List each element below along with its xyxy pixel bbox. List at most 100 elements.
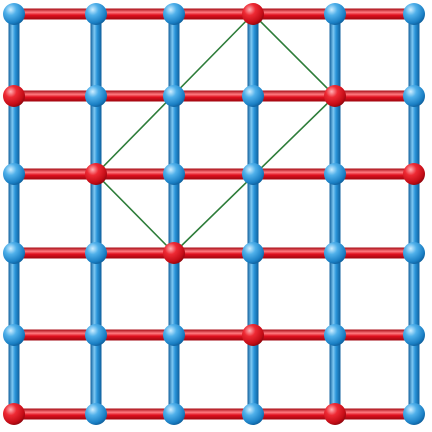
blue-node xyxy=(242,242,264,264)
vertical-rod xyxy=(408,174,420,253)
vertical-rod xyxy=(168,335,180,414)
red-node xyxy=(242,3,264,25)
horizontal-rod xyxy=(96,247,174,259)
horizontal-rod xyxy=(253,329,335,341)
blue-node xyxy=(403,242,425,264)
diamond-outline xyxy=(94,12,337,255)
blue-node xyxy=(85,403,107,425)
red-node xyxy=(3,403,25,425)
vertical-rod xyxy=(8,14,20,96)
vertical-rod xyxy=(329,335,341,414)
vertical-rod xyxy=(329,14,341,96)
vertical-rod xyxy=(247,253,259,335)
vertical-rod xyxy=(247,96,259,174)
blue-node xyxy=(3,163,25,185)
blue-node xyxy=(324,3,346,25)
vertical-rod xyxy=(408,96,420,174)
red-node xyxy=(403,163,425,185)
vertical-rod xyxy=(8,96,20,174)
blue-node xyxy=(163,403,185,425)
blue-node xyxy=(403,403,425,425)
red-node xyxy=(324,85,346,107)
horizontal-rod xyxy=(174,329,253,341)
vertical-rod xyxy=(168,96,180,174)
vertical-rod xyxy=(247,14,259,96)
blue-node xyxy=(85,85,107,107)
diamond-outline-shape xyxy=(94,12,337,255)
horizontal-rod xyxy=(96,329,174,341)
horizontal-rod xyxy=(253,90,335,102)
horizontal-rod xyxy=(335,408,414,420)
vertical-rod xyxy=(90,174,102,253)
red-node xyxy=(85,163,107,185)
horizontal-rod xyxy=(14,408,96,420)
blue-node xyxy=(163,163,185,185)
vertical-rod xyxy=(8,335,20,414)
horizontal-rod xyxy=(96,168,174,180)
horizontal-rod xyxy=(335,8,414,20)
horizontal-rod xyxy=(335,168,414,180)
blue-node xyxy=(324,324,346,346)
vertical-rods xyxy=(8,14,420,414)
horizontal-rod xyxy=(253,168,335,180)
horizontal-rod xyxy=(253,8,335,20)
blue-node xyxy=(403,85,425,107)
blue-node xyxy=(163,324,185,346)
horizontal-rods xyxy=(14,8,414,420)
horizontal-rod xyxy=(14,329,96,341)
vertical-rod xyxy=(90,335,102,414)
red-node xyxy=(163,242,185,264)
horizontal-rod xyxy=(335,247,414,259)
vertical-rod xyxy=(90,96,102,174)
horizontal-rod xyxy=(14,168,96,180)
vertical-rod xyxy=(329,96,341,174)
vertical-rod xyxy=(168,174,180,253)
horizontal-rod xyxy=(335,329,414,341)
vertical-rod xyxy=(247,174,259,253)
blue-node xyxy=(163,85,185,107)
blue-node xyxy=(242,85,264,107)
blue-node xyxy=(403,3,425,25)
horizontal-rod xyxy=(14,8,96,20)
blue-node xyxy=(3,3,25,25)
horizontal-rod xyxy=(174,8,253,20)
horizontal-rod xyxy=(174,90,253,102)
blue-node xyxy=(242,403,264,425)
horizontal-rod xyxy=(96,408,174,420)
vertical-rod xyxy=(8,174,20,253)
blue-node xyxy=(324,242,346,264)
vertical-rod xyxy=(329,253,341,335)
blue-node xyxy=(85,242,107,264)
red-node xyxy=(242,324,264,346)
red-node xyxy=(324,403,346,425)
vertical-rod xyxy=(90,253,102,335)
horizontal-rod xyxy=(174,168,253,180)
vertical-rod xyxy=(408,253,420,335)
red-node xyxy=(3,85,25,107)
vertical-rod xyxy=(408,335,420,414)
blue-node xyxy=(163,3,185,25)
horizontal-rod xyxy=(174,408,253,420)
blue-node xyxy=(85,324,107,346)
horizontal-rod xyxy=(14,247,96,259)
horizontal-rod xyxy=(14,90,96,102)
vertical-rod xyxy=(168,14,180,96)
blue-node xyxy=(403,324,425,346)
vertical-rod xyxy=(168,253,180,335)
horizontal-rod xyxy=(96,90,174,102)
blue-node xyxy=(3,324,25,346)
blue-node xyxy=(85,3,107,25)
horizontal-rod xyxy=(253,247,335,259)
horizontal-rod xyxy=(174,247,253,259)
blue-node xyxy=(242,163,264,185)
blue-node xyxy=(3,242,25,264)
horizontal-rod xyxy=(96,8,174,20)
vertical-rod xyxy=(329,174,341,253)
blue-node xyxy=(324,163,346,185)
horizontal-rod xyxy=(253,408,335,420)
vertical-rod xyxy=(8,253,20,335)
vertical-rod xyxy=(408,14,420,96)
vertical-rod xyxy=(247,335,259,414)
vertical-rod xyxy=(90,14,102,96)
